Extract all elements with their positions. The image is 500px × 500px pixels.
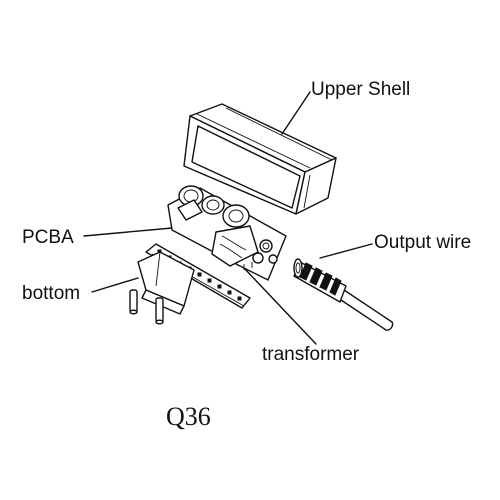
output-wire-part — [293, 258, 394, 331]
leader-pcba — [83, 227, 173, 237]
label-upper-shell: Upper Shell — [311, 79, 410, 100]
bottom-part — [129, 243, 251, 325]
plug-prong — [155, 297, 164, 325]
leader-bottom — [91, 277, 139, 293]
label-transformer: transformer — [262, 344, 360, 365]
transformer-part — [211, 225, 259, 267]
leader-output-wire — [319, 243, 373, 259]
pcba-part — [167, 185, 287, 281]
label-output-wire: Output wire — [374, 232, 471, 253]
capacitor — [201, 195, 225, 215]
leader-lines — [83, 91, 373, 345]
capacitor — [222, 204, 250, 228]
diagram-caption: Q36 — [166, 402, 211, 431]
leader-upper-shell — [281, 91, 311, 135]
label-pcba: PCBA — [22, 227, 74, 248]
plug-prong — [129, 289, 138, 315]
label-bottom: bottom — [22, 283, 80, 304]
leader-transformer — [243, 267, 317, 345]
upper-shell-part — [183, 103, 337, 215]
